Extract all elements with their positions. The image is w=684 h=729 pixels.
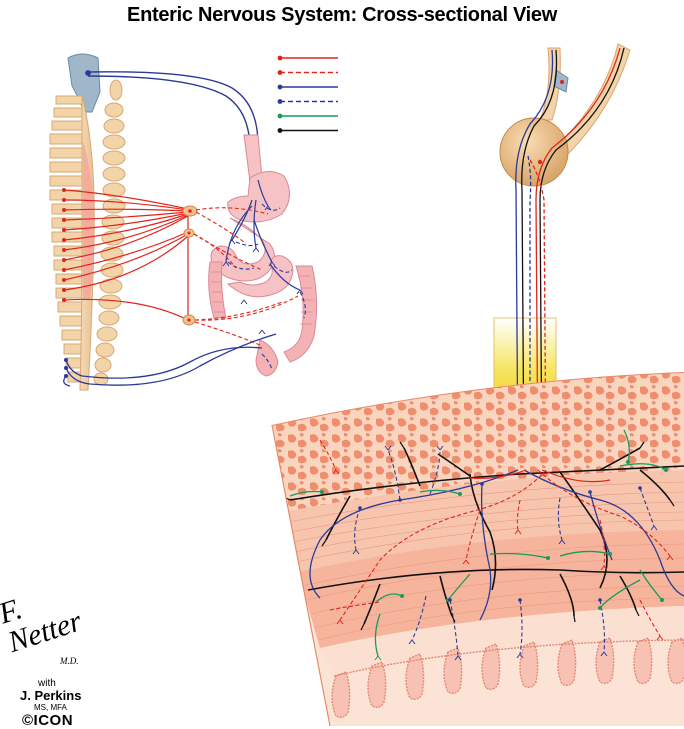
coartist-credentials: MS, MFA (34, 703, 67, 712)
legend (277, 55, 338, 133)
parasympathetic-cranial-nerve (85, 70, 261, 201)
prevertebral-ganglia (182, 205, 198, 326)
coartist-name: J. Perkins (20, 688, 82, 703)
parasympathetic-gut-postganglionic (227, 203, 306, 371)
artist-signature-block: F. Netter M.D. with J. Perkins MS, MFA ©… (0, 592, 98, 729)
ganglion-sphere (499, 117, 569, 187)
sympathetic-outflow-nerves (63, 189, 189, 321)
legend-dot-5 (277, 113, 283, 119)
with-label: with (38, 678, 56, 689)
intestine-illustration (208, 134, 318, 377)
spinal-column-illustration (49, 53, 126, 391)
legend-dot-2 (277, 70, 283, 75)
legend-dot-6 (277, 128, 283, 133)
legend-dot-3 (277, 84, 283, 90)
gut-wall-cross-section (272, 372, 684, 726)
sympathetic-root-dots (62, 188, 66, 302)
colon-haustra (211, 271, 313, 325)
artist-degree: M.D. (60, 656, 79, 666)
legend-dot-4 (277, 99, 283, 104)
publisher-logo: ©ICON (22, 712, 74, 729)
legend-dot-1 (277, 55, 283, 61)
gut-nerve-endings (222, 205, 304, 335)
sympathetic-postganglionic-gut (193, 207, 299, 347)
diagram-title: Enteric Nervous System: Cross-sectional … (127, 4, 557, 26)
sacral-root-dots (64, 358, 68, 378)
